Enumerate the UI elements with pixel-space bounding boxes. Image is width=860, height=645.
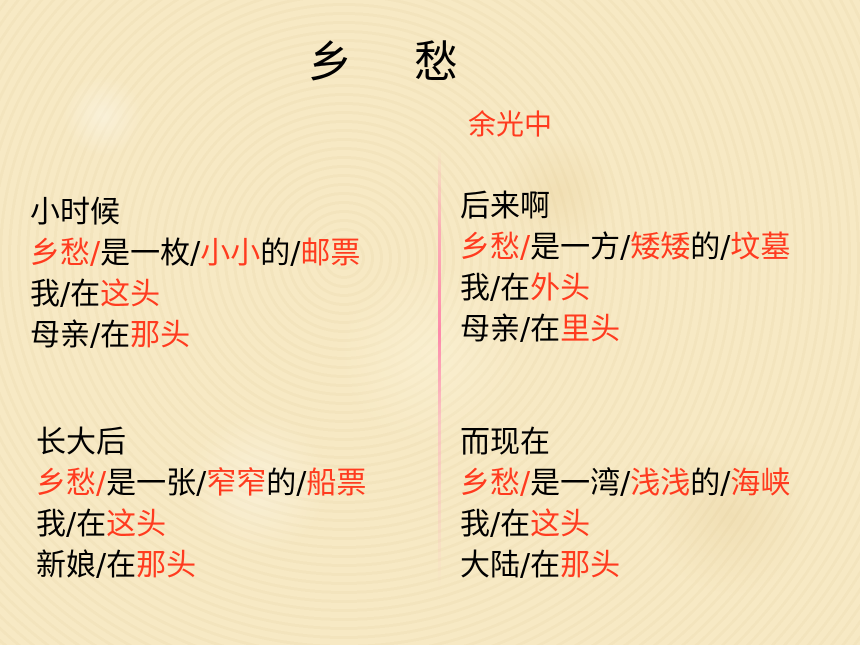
stanza-line: 乡愁/是一枚/小小的/邮票 (30, 233, 360, 274)
phrase-red: 坟墓 (730, 230, 791, 265)
phrase: 是一枚/ (100, 236, 201, 271)
stanza-line: 乡愁/是一方/矮矮的/坟墓 (460, 227, 790, 268)
phrase: 新娘/在 (36, 548, 137, 583)
phrase-red: 里头 (560, 312, 621, 347)
phrase-red: 乡愁/ (30, 236, 101, 271)
stanza-line: 母亲/在那头 (30, 315, 360, 356)
stanza-heading: 而现在 (460, 425, 550, 460)
phrase-red: 浅浅 (630, 466, 691, 501)
phrase-red: 邮票 (300, 236, 361, 271)
title-char-1: 乡 (308, 37, 352, 88)
phrase-red: 这头 (106, 507, 167, 542)
phrase: 是一方/ (530, 230, 631, 265)
phrase-red: 小小 (200, 236, 261, 271)
phrase-red: 这头 (530, 507, 591, 542)
phrase: 的/ (690, 230, 731, 265)
poem-title: 乡愁 (308, 38, 458, 88)
stanza-line: 新娘/在那头 (36, 545, 366, 586)
stanza-3: 长大后 乡愁/是一张/窄窄的/船票 我/在这头 新娘/在那头 (36, 422, 366, 586)
phrase: 我/在 (30, 277, 101, 312)
phrase-red: 乡愁/ (36, 466, 107, 501)
stanza-line: 母亲/在里头 (460, 309, 790, 350)
phrase: 我/在 (460, 271, 531, 306)
phrase-red: 船票 (306, 466, 367, 501)
phrase-red: 海峡 (730, 466, 791, 501)
phrase: 是一张/ (106, 466, 207, 501)
phrase: 我/在 (460, 507, 531, 542)
stanza-4: 而现在 乡愁/是一湾/浅浅的/海峡 我/在这头 大陆/在那头 (460, 422, 790, 586)
phrase: 的/ (266, 466, 307, 501)
poem-author: 余光中 (468, 108, 553, 141)
stanza-line: 大陆/在那头 (460, 545, 790, 586)
phrase-red: 外头 (530, 271, 591, 306)
title-char-2: 愁 (414, 37, 458, 88)
stanza-heading: 长大后 (36, 425, 126, 460)
stanza-line: 我/在这头 (460, 504, 790, 545)
phrase: 我/在 (36, 507, 107, 542)
phrase-red: 那头 (130, 318, 191, 353)
stanza-line: 我/在这头 (30, 274, 360, 315)
stanza-heading: 小时候 (30, 195, 120, 230)
phrase-red: 那头 (560, 548, 621, 583)
center-divider (438, 150, 441, 590)
stanza-1: 小时候 乡愁/是一枚/小小的/邮票 我/在这头 母亲/在那头 (30, 192, 360, 356)
phrase: 母亲/在 (30, 318, 131, 353)
phrase-red: 那头 (136, 548, 197, 583)
stanza-line: 我/在外头 (460, 268, 790, 309)
phrase: 是一湾/ (530, 466, 631, 501)
phrase: 的/ (690, 466, 731, 501)
stanza-2: 后来啊 乡愁/是一方/矮矮的/坟墓 我/在外头 母亲/在里头 (460, 186, 790, 350)
stanza-line: 乡愁/是一湾/浅浅的/海峡 (460, 463, 790, 504)
phrase: 的/ (260, 236, 301, 271)
stanza-line: 乡愁/是一张/窄窄的/船票 (36, 463, 366, 504)
phrase: 母亲/在 (460, 312, 561, 347)
phrase-red: 矮矮 (630, 230, 691, 265)
phrase: 大陆/在 (460, 548, 561, 583)
phrase-red: 窄窄 (206, 466, 267, 501)
stanza-heading: 后来啊 (460, 189, 550, 224)
stanza-line: 我/在这头 (36, 504, 366, 545)
phrase-red: 乡愁/ (460, 466, 531, 501)
phrase-red: 这头 (100, 277, 161, 312)
phrase-red: 乡愁/ (460, 230, 531, 265)
